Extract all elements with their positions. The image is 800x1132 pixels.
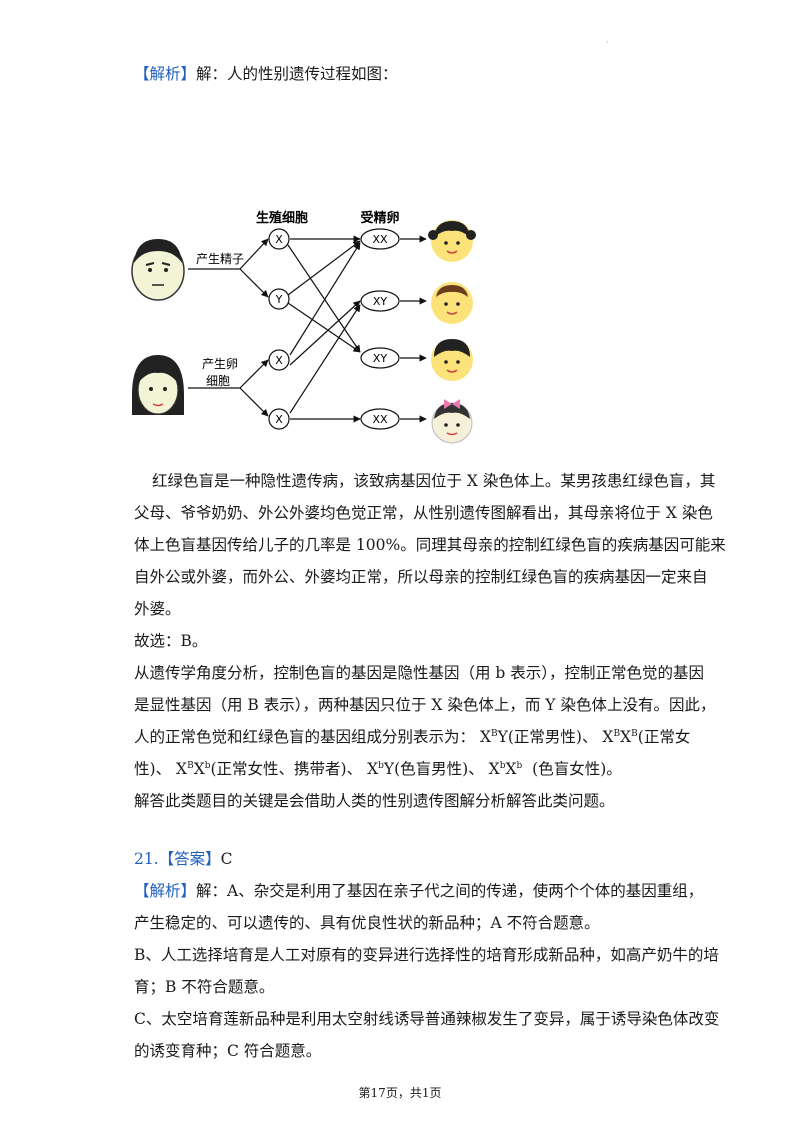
genotype-xbxb-carrier: XBXb: [176, 760, 211, 778]
q20-analysis-line: 【解析】解：人的性别遗传过程如图：: [134, 64, 398, 84]
q20-p1-line: 红绿色盲是一种隐性遗传病，该致病基因位于 X 染色体上。某男孩患红绿色盲，其: [152, 472, 716, 490]
parent-branch-lines: [188, 238, 269, 417]
q21-number: 21.: [134, 850, 159, 868]
gamete-x-mother-2: X: [268, 408, 290, 430]
q21-line: B、人工选择培育是人工对原有的变异进行选择性的培育形成新品种，如高产奶牛的培: [134, 946, 719, 964]
page-footer: 第17页，共1页: [358, 1086, 442, 1100]
analysis-tag: 【解析】: [134, 882, 197, 900]
svg-text:Y: Y: [275, 293, 283, 306]
q20-p1-line: 自外公或外婆，而外公、外婆均正常，所以母亲的控制红绿色盲的疾病基因一定来自: [134, 568, 708, 586]
q21-line: C、太空培育莲新品种是利用太空射线诱导普通辣椒发生了变异，属于诱导染色体改变: [134, 1010, 720, 1028]
analysis-tag: 【解析】: [134, 65, 197, 83]
zygote-xy-2: XY: [360, 347, 400, 369]
q21-line: 的诱变育种；C 符合题意。: [134, 1042, 322, 1060]
germ-cells-label: 生殖细胞: [256, 210, 308, 226]
father-face-icon: [131, 239, 185, 301]
zygote-xx-2: XX: [360, 408, 400, 430]
svg-text:X: X: [275, 233, 283, 246]
q21-line: 【解析】解：A、杂交是利用了基因在亲子代之间的传递，使两个个体的基因重组，: [134, 882, 704, 900]
genotype-xbxb-normal: XBXB: [602, 728, 638, 746]
mother-face-icon: [132, 355, 184, 415]
svg-text:XX: XX: [372, 413, 388, 426]
produce-egg-label-2: 细胞: [206, 374, 230, 388]
q21-line: 育；B 不符合题意。: [134, 978, 275, 996]
svg-text:X: X: [275, 354, 283, 367]
q21-answer: C: [220, 850, 233, 868]
zygote-xy-1: XY: [360, 290, 400, 312]
q20-intro: 解：人的性别遗传过程如图：: [196, 65, 398, 83]
answer-tag: 【答案】: [158, 850, 221, 868]
girl-face-icon: [428, 220, 476, 262]
q21-header: 21.【答案】C: [134, 849, 233, 869]
q20-p1-line: 父母、爷爷奶奶、外公外婆均色觉正常，从性别遗传图解看出，其母亲将位于 X 染色: [134, 504, 713, 522]
fertilization-arrows: [287, 235, 361, 423]
gamete-x-father: X: [268, 228, 290, 250]
gamete-y-father: Y: [268, 288, 290, 310]
girl-bow-face-icon: [431, 399, 473, 444]
svg-text:XY: XY: [373, 352, 388, 365]
genotype-intro: 人的正常色觉和红绿色盲的基因组成分别表示为：: [134, 728, 476, 746]
corner-mark: ·: [606, 38, 609, 47]
q21-line: 产生稳定的、可以遗传的、具有优良性状的新品种；A 不符合题意。: [134, 914, 600, 932]
svg-text:XX: XX: [372, 233, 388, 246]
zygote-label: 受精卵: [360, 210, 399, 226]
produce-sperm-label: 产生精子: [196, 252, 244, 266]
produce-egg-label-1: 产生卵: [202, 357, 238, 371]
genotype-line: 性)、 XBXb(正常女性、携带者)、 XbY(色盲男性)、 XbXb (色盲女…: [134, 760, 622, 778]
sex-inheritance-diagram: 生殖细胞 受精卵 产生精子 产生卵 细胞 X Y: [131, 210, 476, 444]
q20-summary: 解答此类题目的关键是会借助人类的性别遗传图解分析解答此类问题。: [134, 792, 615, 810]
svg-text:X: X: [275, 413, 283, 426]
q20-p1-line: 外婆。: [134, 600, 181, 618]
q20-p2-line: 从遗传学角度分析，控制色盲的基因是隐性基因（用 b 表示），控制正常色觉的基因: [134, 664, 705, 682]
q20-choice: 故选：B。: [134, 632, 208, 650]
boy-face-icon: [431, 339, 473, 381]
genotype-xby: XBY: [479, 728, 508, 746]
gamete-x-mother-1: X: [268, 349, 290, 371]
q20-p2-line: 是显性基因（用 B 表示），两种基因只位于 X 染色体上，而 Y 染色体上没有。…: [134, 696, 716, 714]
zygote-xx-1: XX: [360, 228, 400, 250]
genotype-xby-colorblind: XbY: [367, 760, 395, 778]
genotype-xbxb-colorblind: XbXb: [488, 760, 523, 778]
q20-p1-line: 体上色盲基因传给儿子的几率是 100%。同理其母亲的控制红绿色盲的疾病基因可能来: [134, 536, 726, 554]
genotype-line: 人的正常色觉和红绿色盲的基因组成分别表示为： XBY(正常男性)、 XBXB(正…: [134, 728, 691, 746]
child-arrows: [400, 235, 427, 423]
boy-face-icon: [431, 282, 473, 324]
svg-text:XY: XY: [373, 295, 388, 308]
